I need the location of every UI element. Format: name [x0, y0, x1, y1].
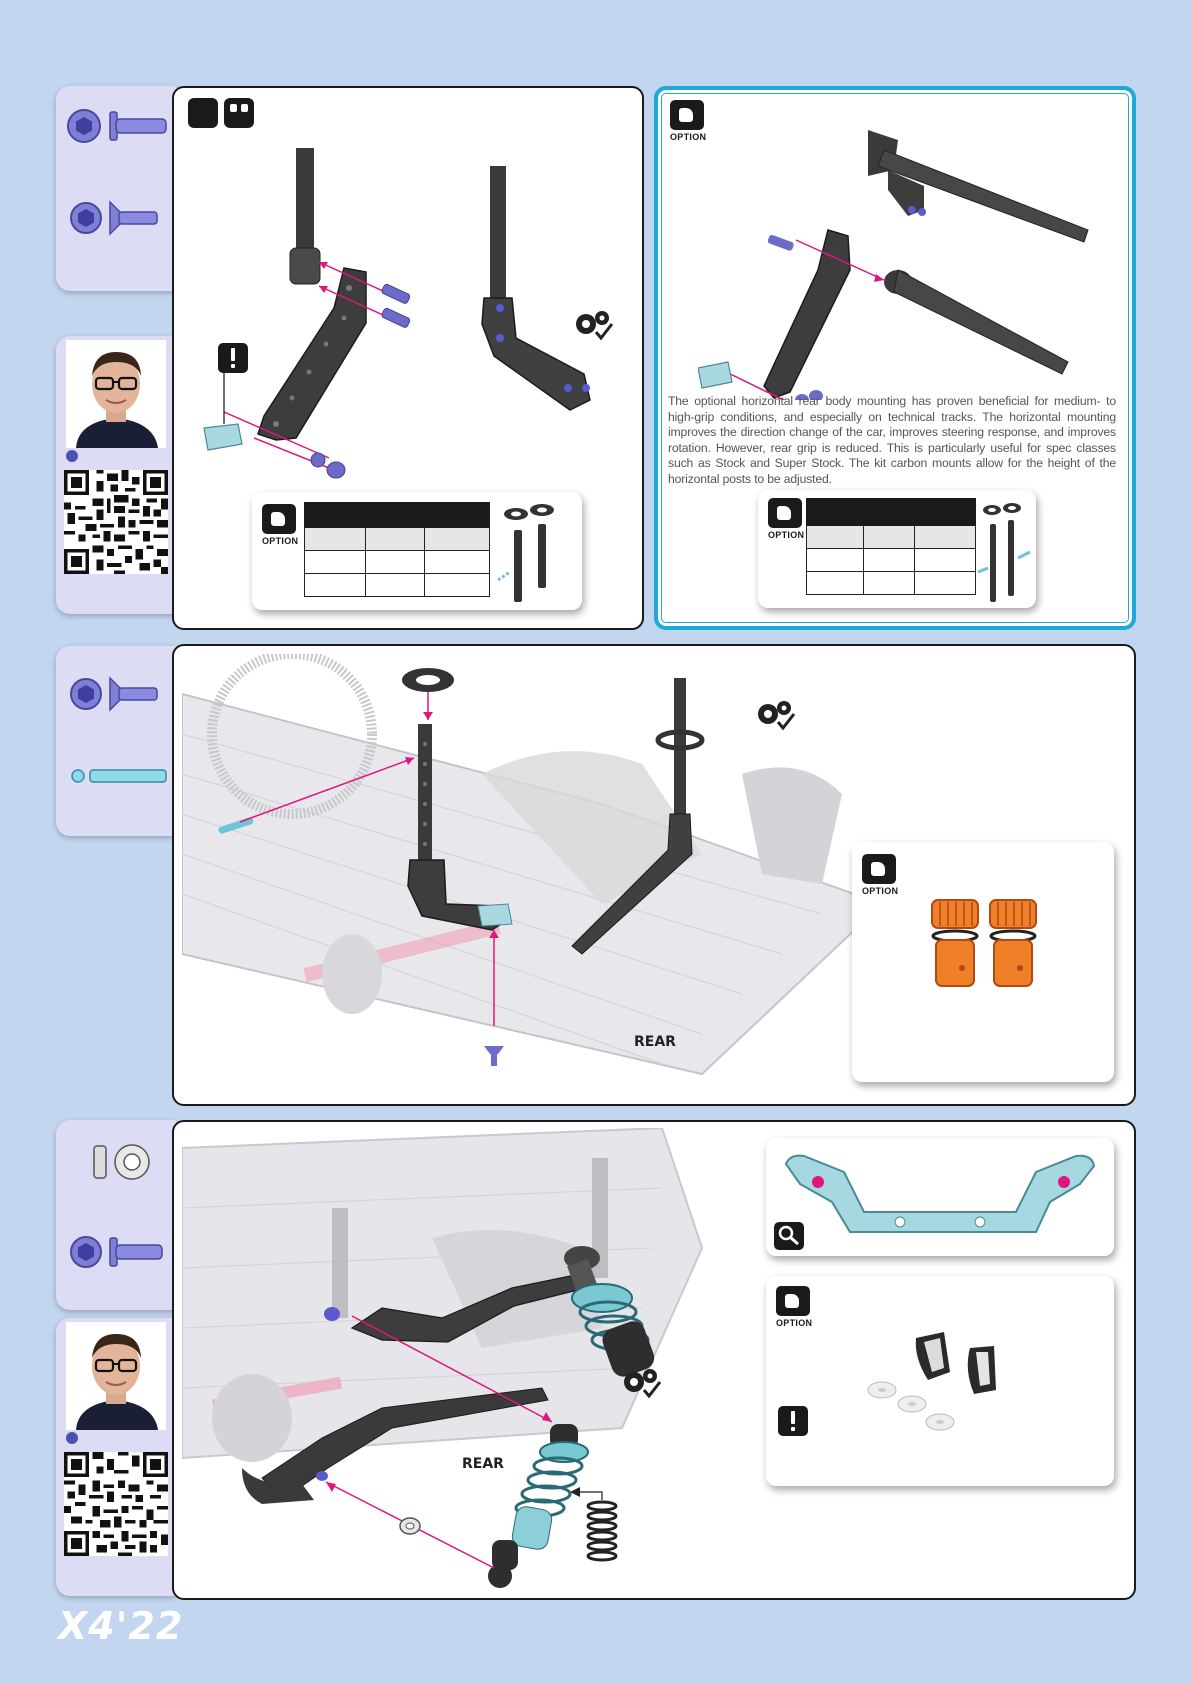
option-label: OPTION [776, 1318, 813, 1328]
adjustment-gear-icon [624, 1369, 662, 1399]
zoom-detail-icon [774, 1222, 804, 1250]
warning-icon [778, 1406, 808, 1436]
hardware-sidebar-middle [56, 646, 176, 836]
shock-absorber-installed [564, 1246, 655, 1377]
option-box-post-length: OPTION [252, 492, 582, 610]
driver-avatar [66, 1322, 166, 1430]
body-mount-clips-illustration [931, 899, 1037, 987]
option-description: The optional horizontal rear body mounti… [668, 394, 1116, 486]
body-post-options-illustration [497, 504, 554, 602]
shock-tower-bracket-illustration [784, 1154, 1096, 1233]
body-post-left [296, 148, 314, 278]
horizontal-posts-illustration [978, 503, 1031, 602]
option-box-body-clips: OPTION [852, 842, 1114, 1082]
mount-block [203, 423, 243, 451]
mount-screws [310, 283, 411, 479]
step-panel-bottom: REAR OPTION [172, 1120, 1136, 1600]
shock-spacers-illustration [867, 1332, 996, 1431]
carbon-mount [257, 267, 367, 441]
option-label: OPTION [670, 132, 707, 142]
driver-sidebar-bottom [56, 1318, 176, 1596]
body-post-right [490, 166, 506, 306]
option-box-horizontal-posts: OPTION [758, 490, 1036, 608]
product-logo: X4'22 [58, 1604, 184, 1648]
thumbs-up-icon [670, 100, 704, 130]
option-label: OPTION [768, 530, 805, 540]
option-parts-table [806, 498, 976, 595]
option-parts-table [304, 502, 490, 597]
step-icon [188, 98, 218, 128]
screw-icon [67, 109, 167, 143]
pin-icon [71, 769, 167, 783]
shock-mount-bracket-box [766, 1138, 1114, 1256]
shock-spring [586, 1500, 618, 1562]
option-label: OPTION [862, 886, 899, 896]
option-badge: OPTION [862, 854, 899, 896]
countersunk-screw-icon [70, 676, 158, 712]
qr-code[interactable] [64, 1452, 168, 1556]
option-badge: OPTION [262, 504, 299, 546]
option-box-shock-spacers: OPTION [766, 1276, 1114, 1486]
option-badge: OPTION [768, 498, 805, 540]
driver-avatar [66, 340, 166, 448]
shock-absorber-exploded [488, 1424, 589, 1588]
step-panel-top-left: OPTION [172, 86, 644, 630]
driver-sidebar-top [56, 336, 176, 614]
rear-direction-label: REAR [462, 1456, 504, 1472]
hardware-sidebar-bottom [56, 1120, 176, 1310]
option-panel-horizontal-mount: OPTION The optional horizontal rear body… [654, 86, 1136, 630]
hardware-sidebar-top [56, 86, 176, 291]
qr-code[interactable] [64, 470, 168, 574]
step-panel-middle: REAR OPTION [172, 644, 1136, 1106]
adjustment-gear-icon [576, 311, 614, 341]
rear-suspension-shock-diagram [182, 1128, 704, 1588]
thumbs-up-icon [768, 498, 802, 528]
info-dot [66, 450, 78, 462]
countersunk-screw-icon [70, 200, 158, 236]
rear-direction-label: REAR [634, 1034, 676, 1050]
both-sides-icon [224, 98, 254, 128]
adjustment-gear-icon [758, 701, 796, 731]
thumbs-up-icon [862, 854, 896, 884]
chassis-body-mount-diagram [182, 654, 884, 1076]
screw-icon [70, 1236, 163, 1268]
shim-icon [93, 1144, 150, 1180]
horizontal-body-mount-diagram [698, 130, 1089, 400]
warning-icon [218, 343, 248, 373]
option-label: OPTION [262, 536, 299, 546]
info-dot [66, 1432, 78, 1444]
thumbs-up-icon [262, 504, 296, 534]
option-badge: OPTION [670, 100, 707, 142]
rear-body-mount-exploded-diagram [203, 148, 591, 479]
body-post [418, 724, 432, 874]
thumbs-up-icon [776, 1286, 810, 1316]
option-badge: OPTION [776, 1286, 813, 1328]
